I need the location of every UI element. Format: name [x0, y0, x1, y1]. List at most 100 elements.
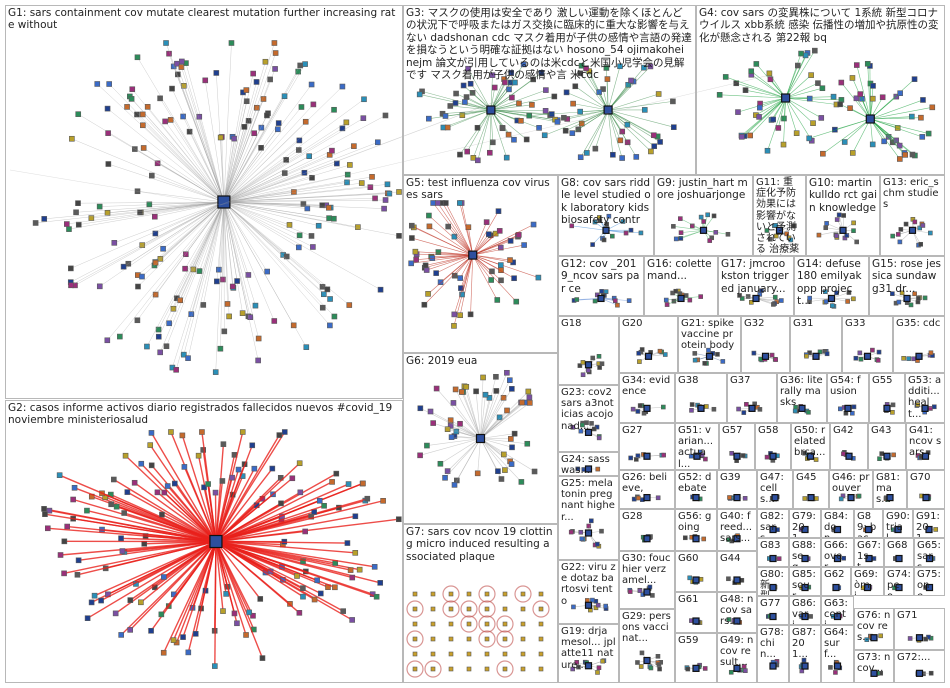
- group-panel-g5[interactable]: G5: test influenza cov viruses sars: [403, 175, 558, 353]
- group-panel-g75[interactable]: G75: one...: [914, 567, 945, 596]
- group-panel-g61[interactable]: G61: [675, 592, 717, 633]
- group-panel-g18[interactable]: G18: [558, 316, 619, 385]
- group-panel-g28[interactable]: G28: [619, 509, 675, 551]
- group-panel-g45[interactable]: G45: [793, 470, 829, 509]
- group-panel-g26[interactable]: G26: believe,: [619, 470, 675, 509]
- group-panel-g56[interactable]: G56: going: [675, 509, 717, 551]
- g4-node: [870, 83, 876, 89]
- group-panel-g37[interactable]: G37: [727, 373, 777, 423]
- group-panel-g67[interactable]: G67: 1st...: [854, 538, 884, 567]
- group-panel-g81[interactable]: G81: mas...: [873, 470, 907, 509]
- group-panel-g72[interactable]: G72:...: [894, 650, 945, 683]
- group-panel-g87[interactable]: G87: 201...: [789, 625, 821, 683]
- group-panel-g16[interactable]: G16: colettemand...: [644, 256, 718, 316]
- group-panel-g1[interactable]: G1: sars containment cov mutate clearest…: [5, 5, 403, 399]
- group-panel-g40[interactable]: G40: freed... sars...: [717, 509, 757, 551]
- group-panel-g84[interactable]: G84: don...: [821, 509, 854, 538]
- group-panel-g8[interactable]: G8: cov sars riddle level studied ok lab…: [558, 175, 654, 256]
- group-panel-g25[interactable]: G25: melatonin pregnant higher...: [558, 476, 619, 560]
- group-panel-g76[interactable]: G76: ncov res...: [854, 608, 894, 650]
- group-panel-g30[interactable]: G30: fouchier verzamel...: [619, 551, 675, 609]
- group-panel-g50[interactable]: G50: related brca...: [791, 423, 830, 470]
- group-panel-g79[interactable]: G79: 201...: [789, 509, 821, 538]
- group-panel-g38[interactable]: G38: [675, 373, 727, 423]
- g1-node: [104, 105, 111, 112]
- group-panel-g7[interactable]: G7: sars cov ncov 19 clotting micro indu…: [403, 524, 558, 683]
- g1-edge: [223, 172, 305, 203]
- group-panel-g54[interactable]: G54: fusion: [827, 373, 869, 423]
- group-panel-g83[interactable]: G83: [757, 538, 789, 567]
- group-panel-g42[interactable]: G42: [830, 423, 868, 470]
- group-panel-g19[interactable]: G19: drjamesol... jplatte11 nature...: [558, 624, 619, 683]
- group-panel-g60[interactable]: G60: [675, 551, 717, 592]
- group-panel-g90[interactable]: G90: trial...: [883, 509, 913, 538]
- group-panel-g4[interactable]: G4: cov sars の変異株について 1系統 新型コロナ ウイルス xbb…: [696, 5, 945, 175]
- group-panel-g89[interactable]: G89: bac...: [854, 509, 883, 538]
- group-panel-g20[interactable]: G20: [619, 316, 678, 373]
- group-panel-g49[interactable]: G49: ncov result...: [717, 633, 757, 683]
- group-panel-g77[interactable]: G77: [757, 596, 789, 625]
- group-panel-g33[interactable]: G33: [842, 316, 893, 373]
- group-panel-g51[interactable]: G51: varian... actual...: [675, 423, 719, 470]
- group-panel-g85[interactable]: G85: sour...: [789, 567, 821, 596]
- group-panel-g47[interactable]: G47: cells...: [757, 470, 793, 509]
- group-panel-g52[interactable]: G52: debate: [675, 470, 717, 509]
- g1-node: [255, 357, 261, 364]
- group-panel-g24[interactable]: G24: sasswas...: [558, 452, 619, 476]
- g29-node: [639, 650, 645, 656]
- group-panel-g55[interactable]: G55: [869, 373, 905, 423]
- group-panel-g22[interactable]: G22: viru ze dotaz bartosvi tento: [558, 560, 619, 624]
- group-panel-g39[interactable]: G39: [717, 470, 757, 509]
- group-panel-g48[interactable]: G48: ncov sars...: [717, 592, 757, 633]
- group-panel-g63[interactable]: G63: conti...: [821, 596, 854, 625]
- group-panel-g68[interactable]: G68: [884, 538, 914, 567]
- group-panel-g11[interactable]: G11: 重症化予防効果には影響がないと予測されている 治療薬やワク: [753, 175, 806, 256]
- group-panel-g21[interactable]: G21: spike vaccine protein body: [678, 316, 741, 373]
- group-panel-g36[interactable]: G36: literally masks: [777, 373, 827, 423]
- group-panel-g71[interactable]: G71: [894, 608, 945, 650]
- group-panel-g73[interactable]: G73: ncov...: [854, 650, 894, 683]
- g2-node: [220, 441, 227, 447]
- group-panel-g66[interactable]: G66: over...: [821, 538, 854, 567]
- group-panel-g14[interactable]: G14: defuse 180 emilyakopp project...: [794, 256, 869, 316]
- group-panel-g70[interactable]: G70: [907, 470, 945, 509]
- group-panel-g53[interactable]: G53: additi... healt...: [905, 373, 945, 423]
- group-panel-g74[interactable]: G74: peo...: [884, 567, 914, 596]
- group-panel-g6[interactable]: G6: 2019 eua: [403, 353, 558, 524]
- group-panel-g69[interactable]: G69: òmi...: [851, 567, 884, 596]
- group-panel-g34[interactable]: G34: evidence: [619, 373, 675, 423]
- group-panel-g88[interactable]: G88: seq...: [789, 538, 821, 567]
- group-panel-g43[interactable]: G43: [868, 423, 906, 470]
- group-panel-g62[interactable]: G62: [821, 567, 851, 596]
- group-panel-g3[interactable]: G3: マスクの使用は安全であり 激しい運動を除くほとんどの状況下で呼吸またはガ…: [403, 5, 696, 175]
- group-panel-g35[interactable]: G35: cdc: [893, 316, 945, 373]
- group-panel-g58[interactable]: G58: [755, 423, 791, 470]
- group-panel-g65[interactable]: G65: sars...: [914, 538, 945, 567]
- group-panel-g59[interactable]: G59: [675, 633, 717, 683]
- group-panel-g57[interactable]: G57: [719, 423, 755, 470]
- group-panel-g12[interactable]: G12: cov _2019_ncov sars par ce: [558, 256, 644, 316]
- group-panel-g29[interactable]: G29: persons vaccinat...: [619, 609, 675, 683]
- group-panel-g64[interactable]: G64: surf...: [821, 625, 854, 683]
- group-panel-g80[interactable]: G80: 新型...: [757, 567, 789, 596]
- group-panel-g91[interactable]: G91: 201...: [913, 509, 945, 538]
- group-panel-g23[interactable]: G23: cov2 sars a3noticias acojonad...: [558, 385, 619, 452]
- g10-node: [854, 239, 860, 245]
- group-panel-g46[interactable]: G46: prouver: [829, 470, 873, 509]
- group-panel-g2[interactable]: G2: casos informe activos diario registr…: [5, 400, 403, 683]
- group-panel-g82[interactable]: G82: sars...: [757, 509, 789, 538]
- group-panel-g31[interactable]: G31: [790, 316, 842, 373]
- group-panel-g78[interactable]: G78: chin...: [757, 625, 789, 683]
- group-panel-g44[interactable]: G44: [717, 551, 757, 592]
- group-panel-g15[interactable]: G15: rose jessica sundawg31 dr...: [869, 256, 945, 316]
- group-panel-g9[interactable]: G9: justin_hart more joshuarjonge: [654, 175, 753, 256]
- group-panel-g32[interactable]: G32: [741, 316, 790, 373]
- g6-edge: [480, 410, 508, 439]
- group-panel-g17[interactable]: G17: jmcrookston triggered january...: [718, 256, 794, 316]
- group-panel-g86[interactable]: G86: vari...: [789, 596, 821, 625]
- group-panel-g10[interactable]: G10: martinkulldo rct gain knowledge: [806, 175, 880, 256]
- group-panel-g41[interactable]: G41: ncov sars: [906, 423, 945, 470]
- g51-node: [688, 453, 694, 459]
- group-panel-g27[interactable]: G27: [619, 423, 675, 470]
- group-panel-g13[interactable]: G13: eric_schm studies: [880, 175, 945, 256]
